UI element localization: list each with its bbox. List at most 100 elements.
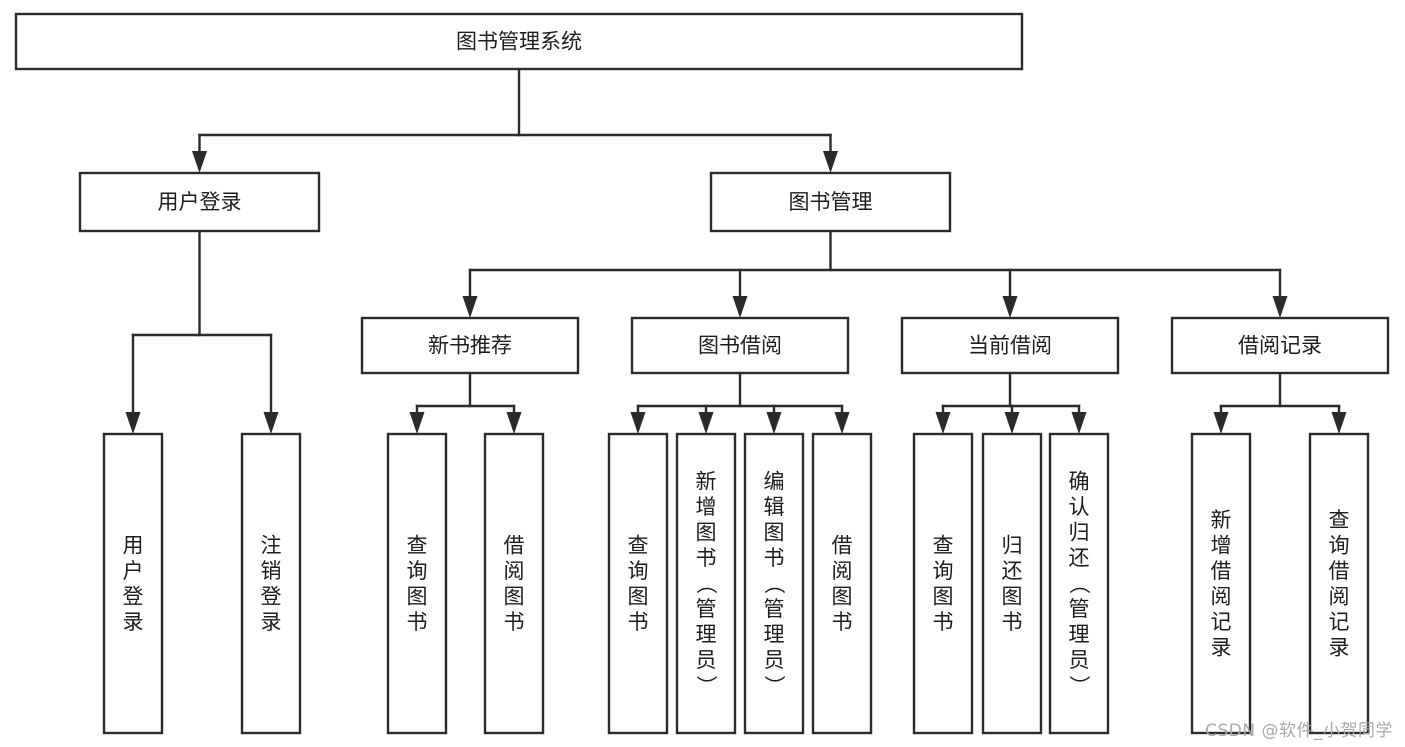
arrow-head-icon — [192, 151, 207, 173]
node-root[interactable]: 图书管理系统 — [14, 12, 1024, 71]
connector-group-new-book-recommend — [409, 371, 522, 434]
arrow-head-icon — [506, 412, 522, 434]
node-label-char: 借 — [1211, 559, 1232, 583]
node-label-char: 书 — [764, 546, 785, 570]
connector-group-root — [192, 67, 838, 173]
node-label-char: 管 — [1069, 597, 1090, 621]
arrow-head-icon — [1002, 296, 1018, 318]
node-leaf-user-login[interactable]: 用户登录 — [102, 432, 164, 735]
node-box[interactable] — [78, 171, 321, 233]
arrow-head-icon — [1071, 412, 1087, 434]
node-label-char: 员 — [764, 648, 785, 672]
node-box[interactable] — [240, 432, 302, 735]
node-label-char: 认 — [1069, 495, 1090, 519]
node-label-char: 户 — [123, 559, 144, 583]
node-box[interactable] — [1048, 432, 1110, 735]
node-label: 借阅记录 — [1238, 334, 1322, 358]
node-label: 图书管理 — [789, 190, 873, 214]
connector-group-book-manage — [462, 229, 1288, 318]
node-label-char: ） — [762, 675, 786, 696]
node-label-char: 查 — [628, 533, 649, 557]
node-label-char: 录 — [123, 610, 144, 634]
node-label-char: 书 — [832, 610, 853, 634]
node-label-char: 询 — [933, 559, 954, 583]
node-box[interactable] — [360, 316, 580, 375]
node-current-borrow[interactable]: 当前借阅 — [900, 316, 1120, 375]
node-label-char: 注 — [261, 533, 282, 557]
node-box[interactable] — [102, 432, 164, 735]
node-label-char: ） — [1067, 675, 1091, 696]
node-box[interactable] — [675, 432, 737, 735]
arrow-head-icon — [630, 412, 646, 434]
arrow-head-icon — [834, 412, 850, 434]
node-label-char: 查 — [933, 533, 954, 557]
node-label-char: 借 — [504, 533, 525, 557]
node-label-char: 辑 — [764, 495, 785, 519]
node-user-login[interactable]: 用户登录 — [78, 171, 321, 233]
node-box[interactable] — [912, 432, 974, 735]
node-box[interactable] — [900, 316, 1120, 375]
arrow-head-icon — [935, 412, 951, 434]
node-label-char: 阅 — [504, 559, 525, 583]
node-box[interactable] — [386, 432, 448, 735]
node-label-char: 书 — [1002, 610, 1023, 634]
node-label-char: 员 — [696, 648, 717, 672]
node-label-char: 图 — [407, 584, 428, 608]
node-box[interactable] — [709, 171, 952, 233]
node-label-char: ） — [694, 675, 718, 696]
node-label-char: 询 — [1329, 533, 1350, 557]
node-label-char: 查 — [1329, 508, 1350, 532]
arrow-head-icon — [125, 412, 141, 434]
node-label-char: 书 — [696, 546, 717, 570]
node-label-char: 图 — [696, 521, 717, 545]
node-label-char: 书 — [628, 610, 649, 634]
arrow-head-icon — [409, 412, 425, 434]
node-label-char: 新 — [696, 470, 717, 494]
node-box[interactable] — [981, 432, 1043, 735]
node-label-char: 销 — [261, 559, 282, 583]
connector-group-book-borrow — [630, 371, 850, 434]
node-box[interactable] — [14, 12, 1024, 71]
arrow-head-icon — [462, 296, 478, 318]
node-label-char: 阅 — [1329, 584, 1350, 608]
node-label-char: 阅 — [832, 559, 853, 583]
node-book-borrow[interactable]: 图书借阅 — [630, 316, 850, 375]
node-box[interactable] — [1170, 316, 1390, 375]
arrow-head-icon — [1004, 412, 1020, 434]
node-borrow-record[interactable]: 借阅记录 — [1170, 316, 1390, 375]
node-label-char: 归 — [1002, 533, 1023, 557]
node-box[interactable] — [607, 432, 669, 735]
node-box[interactable] — [1190, 432, 1252, 735]
node-label-char: 图 — [628, 584, 649, 608]
node-label-char: 图 — [504, 584, 525, 608]
node-label-char: 还 — [1069, 546, 1090, 570]
node-label-char: 确 — [1069, 470, 1090, 494]
node-label-char: 记 — [1211, 610, 1232, 634]
node-label-char: 书 — [504, 610, 525, 634]
node-label-char: 增 — [1211, 533, 1232, 557]
node-label-char: 还 — [1002, 559, 1023, 583]
node-book-manage[interactable]: 图书管理 — [709, 171, 952, 233]
node-box[interactable] — [1308, 432, 1370, 735]
node-label-char: 新 — [1211, 508, 1232, 532]
node-box[interactable] — [743, 432, 805, 735]
node-label-char: 询 — [628, 559, 649, 583]
node-box[interactable] — [630, 316, 850, 375]
node-box[interactable] — [483, 432, 545, 735]
node-label: 新书推荐 — [428, 334, 512, 358]
node-new-book-recommend[interactable]: 新书推荐 — [360, 316, 580, 375]
node-label-char: 录 — [1329, 635, 1350, 659]
node-box[interactable] — [811, 432, 873, 735]
